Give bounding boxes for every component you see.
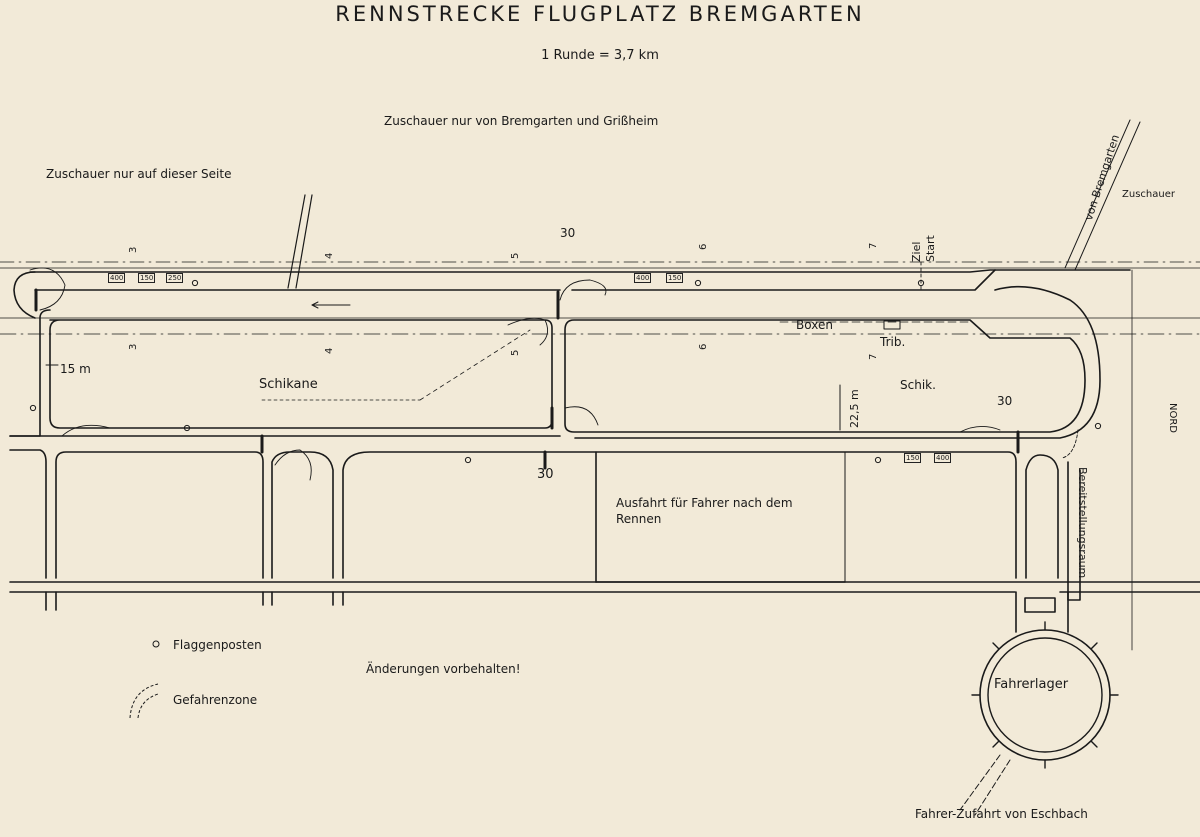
legend-flag-symbol [152, 640, 160, 648]
danger-zone-6 [274, 449, 312, 481]
fahrerlager-gate [1024, 597, 1056, 613]
fahrerlager-label: Fahrerlager [994, 677, 1069, 692]
side-road-left [287, 194, 313, 289]
section-7-bottom: 7 [868, 353, 879, 360]
section-6-bottom: 6 [698, 343, 709, 350]
spectators-top-note: Zuschauer nur von Bremgarten und Grißhei… [384, 114, 659, 128]
diagonal-dashed-line [419, 329, 531, 401]
marker-board: 150 [666, 273, 684, 283]
marker-board: 400 [108, 273, 126, 283]
danger-zone-3 [559, 279, 607, 301]
long-lower-straight-2 [9, 449, 1059, 579]
width-left-label: 15 m [60, 362, 91, 376]
top-straight-lower-edge [34, 269, 996, 291]
spectators-left-note: Zuschauer nur auf dieser Seite [46, 167, 232, 181]
bremgarten-road [1064, 119, 1141, 271]
legend-danger-zone: Gefahrenzone [173, 693, 258, 707]
start-label: Start [924, 235, 937, 262]
outer-road [9, 309, 51, 437]
legend-danger-symbol [129, 683, 159, 719]
map-subtitle: 1 Runde = 3,7 km [541, 48, 659, 63]
fahrerlager-spokes [971, 621, 1119, 769]
staging-area-label: Bereitstellungsraum [1076, 467, 1089, 579]
spectators-right-note: Zuschauer [1122, 189, 1175, 200]
north-label: NORD [1167, 403, 1178, 433]
speed-limit-top: 30 [560, 226, 576, 240]
left-hairpin-edge [13, 271, 36, 319]
boxen-label: Boxen [796, 318, 833, 332]
section-4-top: 4 [324, 252, 335, 259]
marker-board: 150 [904, 453, 922, 463]
map-title: RENNSTRECKE FLUGPLATZ BREMGARTEN [335, 2, 865, 26]
section-4-bottom: 4 [324, 347, 335, 354]
inner-road-upper [49, 319, 553, 429]
marker-board: 400 [934, 453, 952, 463]
legend-flag-post: Flaggenposten [173, 638, 262, 652]
changes-note: Änderungen vorbehalten! [366, 662, 521, 676]
schikane-label: Schikane [259, 377, 318, 392]
danger-zone-4 [564, 406, 599, 426]
section-5-bottom: 5 [510, 349, 521, 356]
fahrerlager-inner [987, 637, 1103, 753]
eschbach-access-road [959, 754, 1011, 816]
long-lower-straight [9, 285, 1101, 439]
width-right-label: 22,5 m [848, 389, 861, 428]
top-straight-upper-edge [29, 269, 1131, 273]
section-3-top: 3 [128, 246, 139, 253]
danger-zone-2 [507, 317, 549, 346]
exit-note: Ausfahrt für Fahrer nach dem Rennen [616, 496, 793, 526]
marker-board: 150 [138, 273, 156, 283]
trib-label: Trib. [880, 335, 906, 349]
section-6-top: 6 [698, 243, 709, 250]
speed-limit-bottom: 30 [537, 467, 554, 482]
trib-box [883, 320, 901, 330]
driver-access-label: Fahrer-Zufahrt von Eschbach [915, 807, 1088, 821]
schik-label: Schik. [900, 378, 936, 392]
marker-board: 250 [166, 273, 184, 283]
fahrerlager-ring [979, 629, 1111, 761]
inner-road-right [564, 319, 1086, 433]
bottom-road [9, 581, 1200, 593]
danger-zone-5 [61, 424, 111, 437]
speed-limit-right: 30 [997, 394, 1013, 408]
staging-corridor [1067, 461, 1081, 601]
fahrerlager-link [1015, 591, 1069, 633]
flag-posts [29, 279, 1102, 648]
marker-board: 400 [634, 273, 652, 283]
section-5-top: 5 [510, 252, 521, 259]
danger-zone-1 [29, 267, 66, 311]
section-3-bottom: 3 [128, 343, 139, 350]
bottom-vertical-stubs [45, 591, 344, 611]
section-7-top: 7 [868, 242, 879, 249]
ziel-label: Ziel [910, 241, 923, 262]
danger-zone-7 [959, 426, 1001, 433]
direction-arrow-head [311, 301, 319, 309]
danger-zone-8 [1061, 429, 1079, 459]
marker-bars [34, 288, 1020, 470]
